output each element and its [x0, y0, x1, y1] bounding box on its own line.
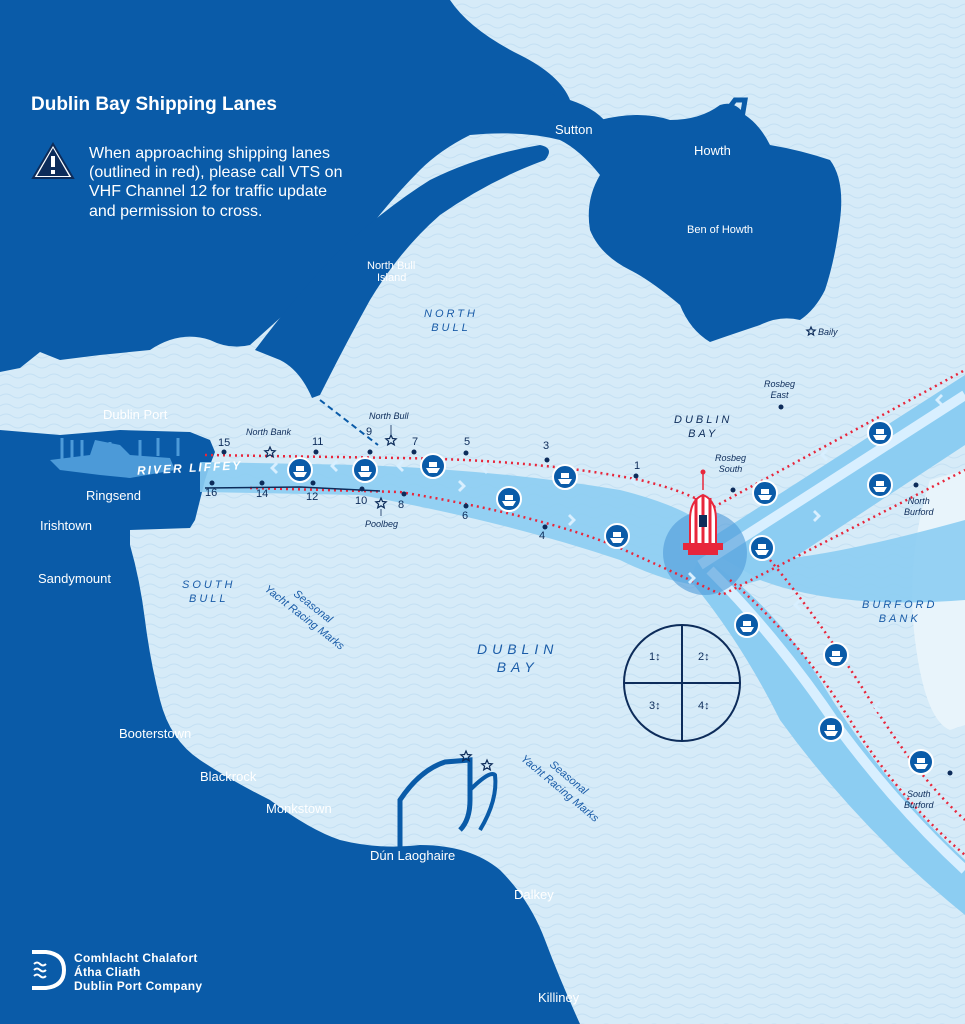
lighthouse-star-marks — [263, 325, 817, 772]
buoy-number-16: 16 — [205, 487, 218, 499]
place-dun-laoghaire: Dún Laoghaire — [370, 848, 456, 863]
quadrant-3-label: 3↕ — [649, 700, 661, 712]
place-ben-of-howth: Ben of Howth — [687, 224, 754, 236]
mark-north-bull: North Bull — [369, 411, 409, 421]
ship-icon — [420, 453, 446, 479]
place-north-bull-island-line1: North Bull — [367, 260, 416, 272]
north-bull-wall — [319, 399, 379, 446]
poolbeg-star-icon — [374, 496, 388, 510]
place-ringsend: Ringsend — [86, 488, 141, 503]
buoy-number-5: 5 — [464, 436, 471, 448]
ship-icon — [908, 749, 934, 775]
mark-baily: Baily — [818, 327, 838, 337]
buoy-number-14: 14 — [256, 488, 269, 500]
buoy-number-7: 7 — [412, 436, 419, 448]
howth-peninsula — [525, 89, 842, 342]
cardinal-quadrants-diagram — [623, 624, 741, 742]
buoy-number-12: 12 — [306, 491, 319, 503]
buoy-number-9: 9 — [366, 426, 373, 438]
buoy-number-15: 15 — [218, 437, 231, 449]
place-killiney: Killiney — [538, 990, 580, 1005]
dun-laoghaire-east-star-icon — [459, 749, 473, 763]
ship-icon — [496, 486, 522, 512]
port-quays — [60, 438, 180, 460]
dun-laoghaire-east-pier — [397, 757, 473, 850]
place-blackrock: Blackrock — [200, 769, 257, 784]
baily-star-icon — [805, 325, 817, 337]
place-north-bull-island-line2: Island — [377, 272, 407, 284]
ship-markers — [287, 420, 934, 775]
warning-triangle-icon — [31, 142, 75, 179]
north-bank-star-icon — [263, 445, 277, 459]
ship-icon — [823, 642, 849, 668]
quadrant-1-label: 1↕ — [649, 651, 661, 663]
quadrant-4-label: 4↕ — [698, 700, 710, 712]
place-dalkey: Dalkey — [514, 887, 554, 902]
ship-icon — [818, 716, 844, 742]
place-sutton: Sutton — [555, 122, 593, 137]
ship-icon — [604, 523, 630, 549]
buoy-number-3: 3 — [543, 440, 550, 452]
dublin-port-logo-mark-icon — [32, 950, 67, 990]
ship-icon — [552, 464, 578, 490]
buoy-number-11: 11 — [312, 436, 324, 448]
ship-icon — [749, 535, 775, 561]
ship-icon — [287, 457, 313, 483]
howth-pier — [718, 97, 748, 131]
ship-icon — [734, 612, 760, 638]
buoy-number-6: 6 — [462, 510, 469, 522]
buoy-dots — [209, 404, 953, 776]
place-dublin-port: Dublin Port — [103, 407, 168, 422]
warning-message: When approaching shipping lanes (outline… — [89, 145, 343, 220]
dublin-port-company-logo: Comhlacht Chalafort Átha Cliath Dublin P… — [30, 948, 290, 998]
quadrant-2-label: 2↕ — [698, 651, 710, 663]
ship-icon — [867, 420, 893, 446]
buoy-number-1: 1 — [634, 460, 641, 472]
mark-north-bank: North Bank — [246, 427, 292, 437]
place-booterstown: Booterstown — [119, 726, 192, 741]
place-monkstown: Monkstown — [266, 801, 332, 816]
dublin-bay-buoy-icon — [683, 469, 723, 555]
mark-poolbeg: Poolbeg — [365, 519, 399, 529]
port-basins — [50, 440, 175, 478]
south-land — [0, 430, 580, 1024]
ship-icon — [867, 472, 893, 498]
logo-line-3: Dublin Port Company — [74, 979, 203, 993]
map-title: Dublin Bay Shipping Lanes — [31, 94, 277, 115]
ship-icon — [752, 480, 778, 506]
logo-line-1: Comhlacht Chalafort — [74, 951, 198, 965]
north-land — [0, 0, 610, 372]
dun-laoghaire-west-pier — [468, 772, 498, 832]
ship-icon — [352, 457, 378, 483]
north-bull-star-icon — [384, 433, 398, 447]
buoy-number-4: 4 — [539, 530, 546, 542]
shipping-lanes — [200, 368, 965, 915]
logo-line-2: Átha Cliath — [74, 965, 141, 979]
place-sandymount: Sandymount — [38, 571, 111, 586]
place-irishtown: Irishtown — [40, 518, 93, 533]
buoy-number-8: 8 — [398, 499, 405, 511]
dun-laoghaire-west-star-icon — [480, 758, 494, 772]
buoy-number-10: 10 — [355, 495, 368, 507]
north-bull-island — [255, 145, 549, 398]
place-howth: Howth — [694, 143, 731, 158]
